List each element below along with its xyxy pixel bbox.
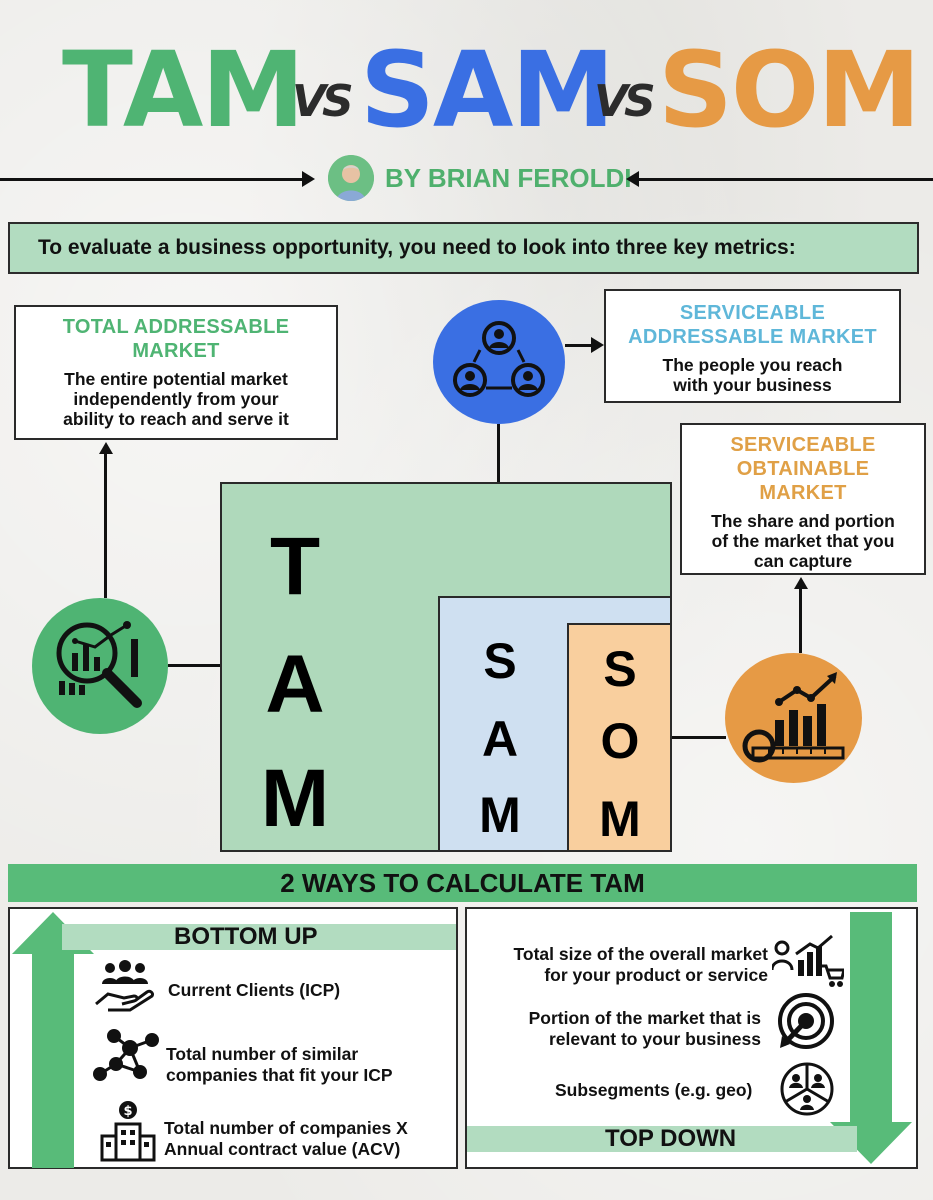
som-definition-text-2: of the market that you: [711, 531, 895, 551]
tam-letter-a: A: [265, 639, 325, 730]
bottom-up-arrow-icon: [12, 912, 94, 1168]
author-avatar: [328, 155, 374, 201]
sam-definition-title-2: ADDRESSABLE MARKET: [628, 326, 877, 348]
top-down-item-1-line-2: for your product or service: [544, 965, 768, 985]
top-down-title-bar: [467, 1126, 857, 1152]
som-definition-text-3: can capture: [753, 551, 853, 571]
bottom-up-item-2: Total number of similar companies that f…: [166, 1044, 393, 1086]
title-vs-2: VS: [594, 76, 656, 127]
bottom-up-item-1: Current Clients (ICP): [168, 980, 341, 1000]
tam-definition-text-2: independently from your: [73, 389, 279, 409]
company-value-icon: $: [98, 1100, 158, 1166]
tam-definition-title-2: MARKET: [132, 340, 220, 362]
title-vs-1: VS: [292, 76, 354, 127]
som-letter-o: O: [600, 713, 640, 769]
tam-connector-vertical: [104, 452, 107, 598]
intro-banner: To evaluate a business opportunity, you …: [8, 222, 919, 274]
people-network-icon: [433, 300, 565, 424]
sam-letter-s: S: [483, 633, 517, 689]
tam-arrowhead: [99, 442, 113, 454]
top-down-item-1: Total size of the overall market for you…: [480, 944, 768, 986]
som-definition-text-1: The share and portion: [711, 511, 895, 531]
sam-definition-box: SERVICEABLE ADDRESSABLE MARKET The peopl…: [604, 289, 901, 403]
top-down-item-2-line-2: relevant to your business: [548, 1029, 761, 1049]
bottom-up-item-3-line-2: Annual contract value (ACV): [164, 1139, 401, 1159]
intro-text: To evaluate a business opportunity, you …: [38, 236, 796, 259]
sam-definition-text-1: The people you reach: [662, 355, 843, 375]
sam-connector-horizontal: [565, 344, 593, 347]
bottom-up-title-bar: [62, 924, 456, 950]
top-down-item-1-line-1: Total size of the overall market: [513, 944, 768, 964]
tam-connector-horizontal: [168, 664, 220, 667]
top-down-item-2-line-1: Portion of the market that is: [528, 1008, 761, 1028]
sam-letter-m: M: [479, 787, 521, 843]
byline-arrow-right: [637, 178, 933, 181]
svg-text:$: $: [123, 1104, 132, 1119]
byline-arrowhead-left: [302, 171, 315, 187]
subsegments-pie-icon: [780, 1062, 834, 1120]
calculate-tam-banner: 2 WAYS TO CALCULATE TAM: [8, 864, 917, 902]
som-letter-m: M: [599, 791, 641, 847]
bottom-up-item-2-line-2: companies that fit your ICP: [166, 1065, 393, 1085]
top-down-item-3: Subsegments (e.g. geo): [555, 1080, 753, 1100]
magnifier-chart-icon: [32, 598, 168, 734]
tam-letter-t: T: [269, 521, 321, 612]
byline-arrow-left: [0, 178, 305, 181]
sam-definition-title-1: SERVICEABLE: [679, 302, 826, 324]
growth-chart-icon: [725, 653, 862, 783]
calculate-tam-banner-text: 2 WAYS TO CALCULATE TAM: [280, 867, 645, 898]
som-arrowhead: [794, 577, 808, 589]
som-letter-s: S: [603, 641, 637, 697]
title-tam: TAM: [62, 29, 305, 151]
bottom-up-item-3: Total number of companies X Annual contr…: [164, 1118, 408, 1160]
top-down-arrow-icon: [830, 912, 912, 1164]
tam-definition-text-3: ability to reach and serve it: [63, 409, 289, 429]
som-definition-box: SERVICEABLE OBTAINABLE MARKET The share …: [680, 423, 926, 575]
som-connector-horizontal: [672, 736, 726, 739]
tam-definition-box: TOTAL ADDRESSABLE MARKET The entire pote…: [14, 305, 338, 440]
sam-letter-a: A: [481, 711, 519, 767]
som-definition-title-1: SERVICEABLE: [730, 434, 876, 456]
network-companies-icon: [90, 1028, 164, 1088]
tam-definition-text-1: The entire potential market: [64, 369, 288, 389]
sam-arrowhead: [591, 337, 604, 353]
tam-definition-title-1: TOTAL ADDRESSABLE: [62, 316, 290, 338]
byline: BY BRIAN FEROLDI: [385, 163, 632, 193]
title-som: SOM: [658, 29, 921, 151]
sam-definition-text-2: with your business: [673, 375, 832, 395]
bottom-up-item-2-line-1: Total number of similar: [166, 1044, 359, 1064]
title-sam: SAM: [360, 29, 615, 151]
target-icon: [776, 992, 836, 1054]
clients-icon: [94, 960, 156, 1026]
som-definition-title-3: MARKET: [759, 482, 847, 504]
byline-arrowhead-right: [626, 171, 639, 187]
market-chart-cart-icon: [770, 934, 846, 992]
som-block: [567, 623, 672, 852]
bottom-up-title: BOTTOM UP: [174, 923, 318, 950]
top-down-title: TOP DOWN: [605, 1125, 737, 1152]
bottom-up-item-3-line-1: Total number of companies X: [164, 1118, 408, 1138]
som-definition-title-2: OBTAINABLE: [736, 458, 870, 480]
top-down-item-2: Portion of the market that is relevant t…: [480, 1008, 761, 1050]
tam-letter-m: M: [260, 753, 330, 844]
som-connector-vertical: [799, 587, 802, 653]
